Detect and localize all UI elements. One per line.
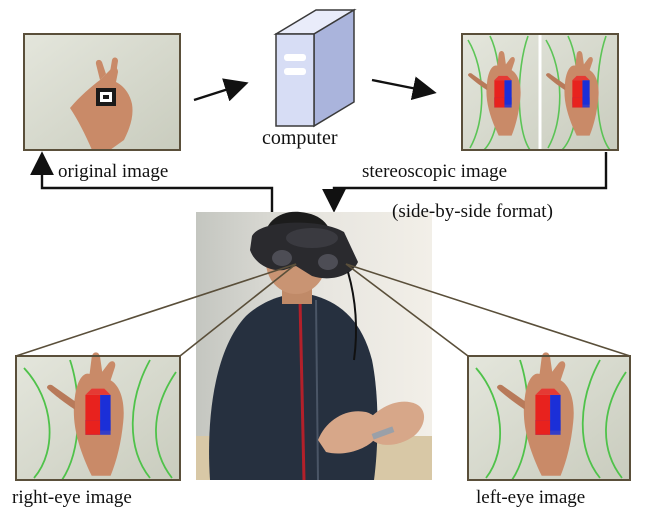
user-with-hmd-photo xyxy=(196,211,432,481)
right-eye-image-label: right-eye image xyxy=(12,487,132,508)
arrow-feedback-to-original xyxy=(30,151,274,212)
hand-shape xyxy=(70,67,133,150)
original-image-label: original image xyxy=(58,161,169,182)
left-eye-image-panel xyxy=(467,352,631,481)
computer-icon xyxy=(273,8,357,128)
side-by-side-format-label: (side-by-side format) xyxy=(392,201,553,222)
sight-lines xyxy=(15,263,631,357)
arrow-to-stereo xyxy=(371,76,437,101)
arrow-to-computer xyxy=(193,78,249,102)
right-eye-image-panel xyxy=(15,352,181,481)
stereoscopic-image-panel xyxy=(461,33,619,151)
arrow-stereo-to-hmd xyxy=(322,152,608,213)
left-eye-image-label: left-eye image xyxy=(476,487,586,508)
original-image-panel xyxy=(23,33,181,151)
computer-label: computer xyxy=(262,127,338,149)
stereoscopic-image-label: stereoscopic image xyxy=(362,161,508,182)
